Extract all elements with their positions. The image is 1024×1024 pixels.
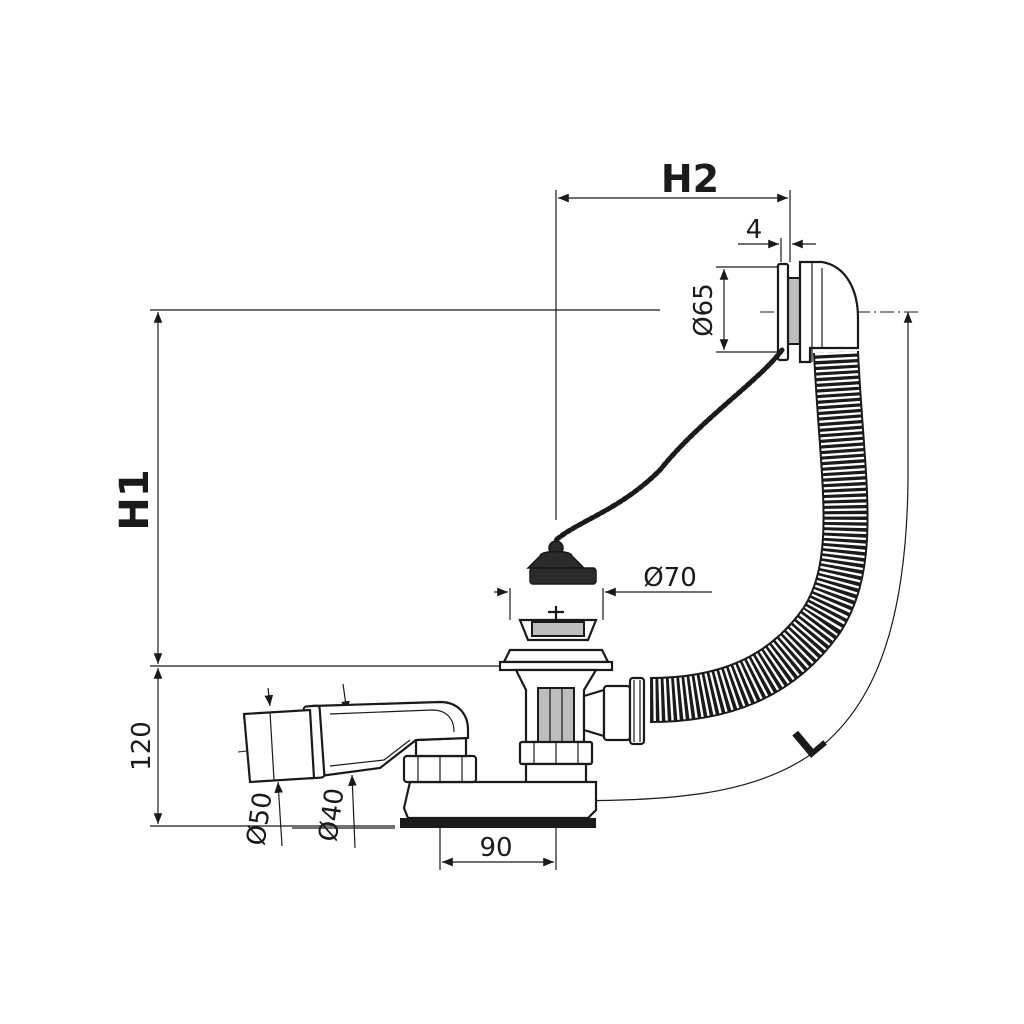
outlet-pipe (242, 700, 470, 784)
outlet-sleeve (242, 708, 316, 784)
stopper-chain (553, 347, 785, 543)
corrugated-hose (649, 350, 869, 723)
label-h1: H1 (112, 469, 158, 530)
label-d40: Ø40 (313, 786, 350, 843)
drain-assembly (498, 606, 646, 796)
drain-flange-base (498, 660, 614, 672)
hose-coupling (602, 684, 632, 742)
outlet-elbow (310, 700, 470, 778)
plug-stopper (526, 540, 597, 585)
label-h2: H2 (661, 157, 719, 201)
d50-arrow-bottom (274, 781, 283, 847)
drain-flange (502, 648, 610, 664)
label-d70: Ø70 (643, 563, 697, 593)
label-d90: 90 (479, 833, 512, 863)
label-d120: 120 (127, 721, 157, 771)
d40-arrow-bottom (348, 774, 357, 849)
overflow-washer (776, 262, 790, 362)
trap-body (402, 780, 598, 820)
overflow-elbow (798, 260, 860, 364)
d50-arrow-top (264, 687, 274, 707)
trap-base (400, 818, 596, 828)
label-d65: Ø65 (689, 283, 719, 337)
hose-nut (628, 676, 646, 746)
label-d4: 4 (746, 215, 763, 245)
trap-siphon (400, 736, 598, 828)
l-length-curve (559, 312, 913, 806)
overflow-head (776, 260, 860, 364)
label-d50: Ø50 (241, 790, 278, 847)
